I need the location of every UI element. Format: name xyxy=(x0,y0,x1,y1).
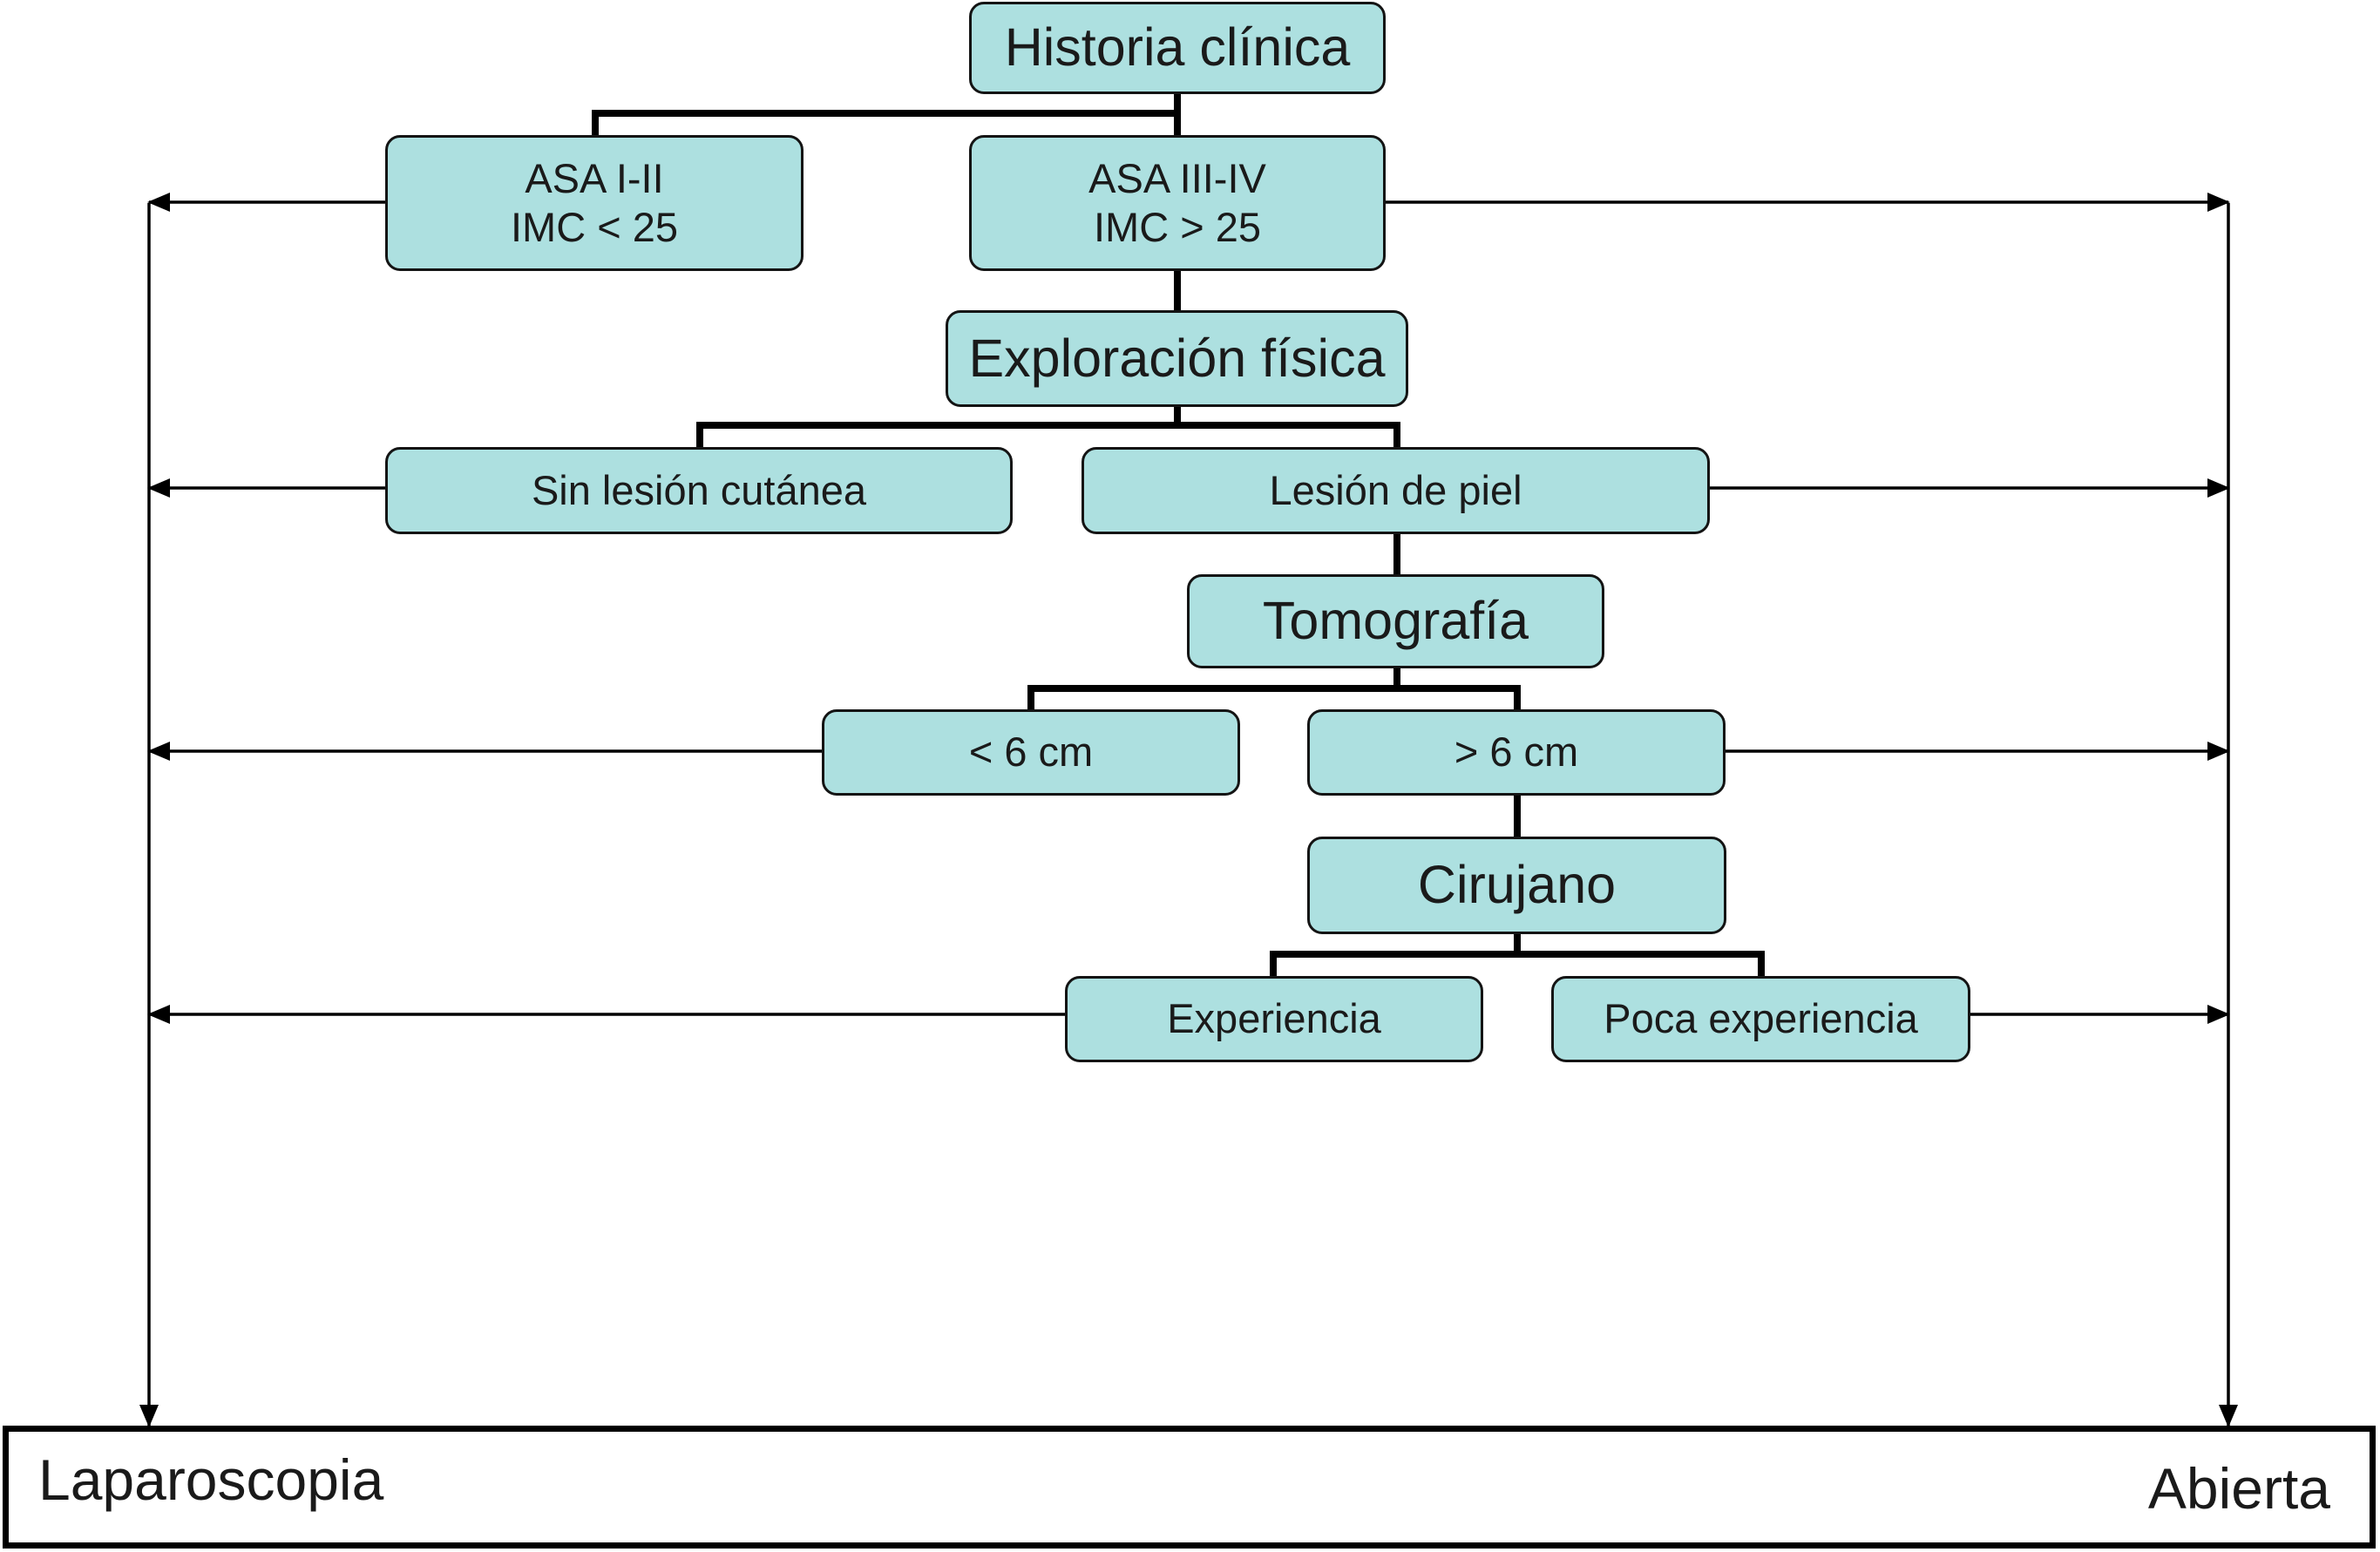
node-asa-low: ASA I-II IMC < 25 xyxy=(385,135,804,271)
node-poca-experiencia: Poca experiencia xyxy=(1551,976,1970,1062)
node-asa-high: ASA III-IV IMC > 25 xyxy=(969,135,1386,271)
node-historia-clinica-label: Historia clínica xyxy=(1004,17,1351,78)
connector-cirujano-to-experience xyxy=(1270,934,1765,976)
node-tomografia: Tomografía xyxy=(1187,574,1604,668)
node-sin-lesion-cutanea: Sin lesión cutánea xyxy=(385,447,1013,534)
outcome-bar xyxy=(3,1426,2376,1549)
node-lesion-de-piel: Lesión de piel xyxy=(1082,447,1710,534)
node-asa-high-line1: ASA III-IV xyxy=(1088,154,1266,201)
node-exploracion-fisica-label: Exploración física xyxy=(968,328,1386,388)
outcome-abierta: Abierta xyxy=(2147,1456,2330,1521)
node-exploracion-fisica: Exploración física xyxy=(946,310,1408,407)
node-sin-lesion-cutanea-label: Sin lesión cutánea xyxy=(531,466,867,513)
node-lt-6cm-label: < 6 cm xyxy=(968,729,1094,776)
node-experiencia: Experiencia xyxy=(1065,976,1483,1062)
node-historia-clinica: Historia clínica xyxy=(969,2,1386,94)
connector-historia-to-asa xyxy=(592,92,1181,135)
connector-exploracion-to-skin xyxy=(696,406,1400,447)
node-cirujano-label: Cirujano xyxy=(1417,855,1617,915)
node-lt-6cm: < 6 cm xyxy=(822,709,1240,796)
node-asa-high-line2: IMC > 25 xyxy=(1094,204,1261,250)
outcome-laparoscopia: Laparoscopia xyxy=(38,1447,384,1512)
node-lesion-de-piel-label: Lesión de piel xyxy=(1269,466,1522,513)
node-poca-experiencia-label: Poca experiencia xyxy=(1604,995,1918,1042)
connector-tomografia-to-size xyxy=(1027,668,1521,709)
node-gt-6cm-label: > 6 cm xyxy=(1454,729,1579,776)
node-asa-low-line1: ASA I-II xyxy=(525,154,664,201)
node-cirujano: Cirujano xyxy=(1307,837,1726,934)
node-asa-low-line2: IMC < 25 xyxy=(511,204,678,250)
node-tomografia-label: Tomografía xyxy=(1262,591,1529,651)
node-experiencia-label: Experiencia xyxy=(1167,995,1381,1042)
node-gt-6cm: > 6 cm xyxy=(1307,709,1726,796)
